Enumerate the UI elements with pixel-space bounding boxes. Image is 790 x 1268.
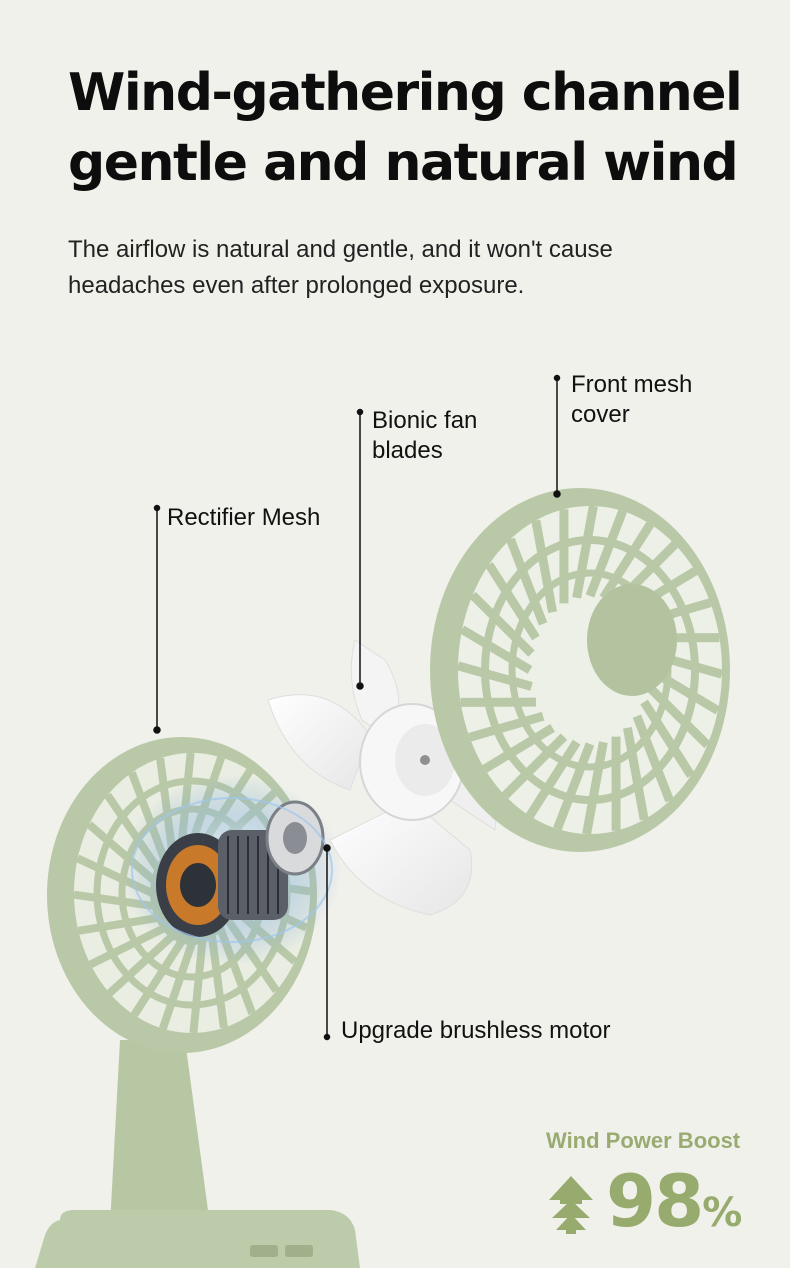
wind-boost-value: 98%	[606, 1156, 742, 1258]
mesh-spoke	[640, 699, 695, 778]
brushless-motor	[122, 775, 342, 965]
fan-stand	[35, 1040, 360, 1268]
mesh-spoke	[599, 521, 655, 601]
mesh-spoke	[525, 739, 581, 819]
mesh-spoke	[632, 714, 674, 803]
callout-front-mesh-line-1: Front mesh	[571, 371, 693, 398]
wind-boost-label: Wind Power Boost	[546, 1128, 741, 1153]
title-line-1: Wind-gathering channel	[68, 63, 743, 123]
mesh-spoke	[130, 939, 186, 1018]
mesh-spoke	[456, 661, 533, 691]
front-mesh-cover	[430, 488, 730, 852]
mesh-spoke	[553, 742, 595, 831]
mesh-spoke	[468, 711, 545, 742]
mesh-spoke	[572, 505, 598, 599]
mesh-spoke	[485, 562, 540, 641]
bionic-fan-blades	[267, 639, 497, 916]
callout-leaders	[153, 374, 561, 1041]
double-up-arrow-icon	[549, 1176, 593, 1234]
subtitle-line-2: headaches even after prolonged exposure.	[68, 272, 525, 299]
wind-boost-unit: %	[702, 1190, 743, 1236]
page-subtitle: The airflow is natural and gentle, and i…	[68, 232, 708, 304]
mesh-spoke	[469, 591, 535, 657]
mesh-spoke	[506, 537, 548, 626]
mesh-spoke	[645, 683, 711, 749]
page-title: Wind-gathering channel gentle and natura…	[68, 58, 768, 198]
mesh-spoke	[531, 519, 558, 613]
wind-boost-number: 98	[606, 1159, 704, 1243]
mesh-spoke	[501, 733, 568, 799]
subtitle-line-1: The airflow is natural and gentle, and i…	[68, 236, 613, 263]
mesh-spoke	[482, 724, 555, 773]
callout-bionic-blades: Bionic fan blades	[372, 406, 477, 466]
callout-front-mesh: Front mesh cover	[571, 370, 692, 430]
mesh-spoke	[622, 727, 649, 821]
callout-bionic-blades-line-1: Bionic fan	[372, 407, 478, 434]
callout-motor: Upgrade brushless motor	[341, 1016, 610, 1046]
callout-motor-line-1: Upgrade brushless motor	[341, 1017, 611, 1044]
mesh-spoke	[459, 625, 533, 674]
mesh-spoke	[159, 941, 196, 1030]
mesh-spoke	[106, 933, 175, 997]
callout-front-mesh-line-2: cover	[571, 401, 630, 428]
mesh-spoke	[585, 509, 627, 598]
title-line-2: gentle and natural wind	[68, 133, 739, 193]
callout-bionic-blades-line-2: blades	[372, 437, 443, 464]
mesh-spoke	[582, 741, 608, 835]
callout-rectifier-mesh-line-1: Rectifier Mesh	[167, 504, 321, 531]
callout-rectifier-mesh: Rectifier Mesh	[167, 503, 320, 533]
